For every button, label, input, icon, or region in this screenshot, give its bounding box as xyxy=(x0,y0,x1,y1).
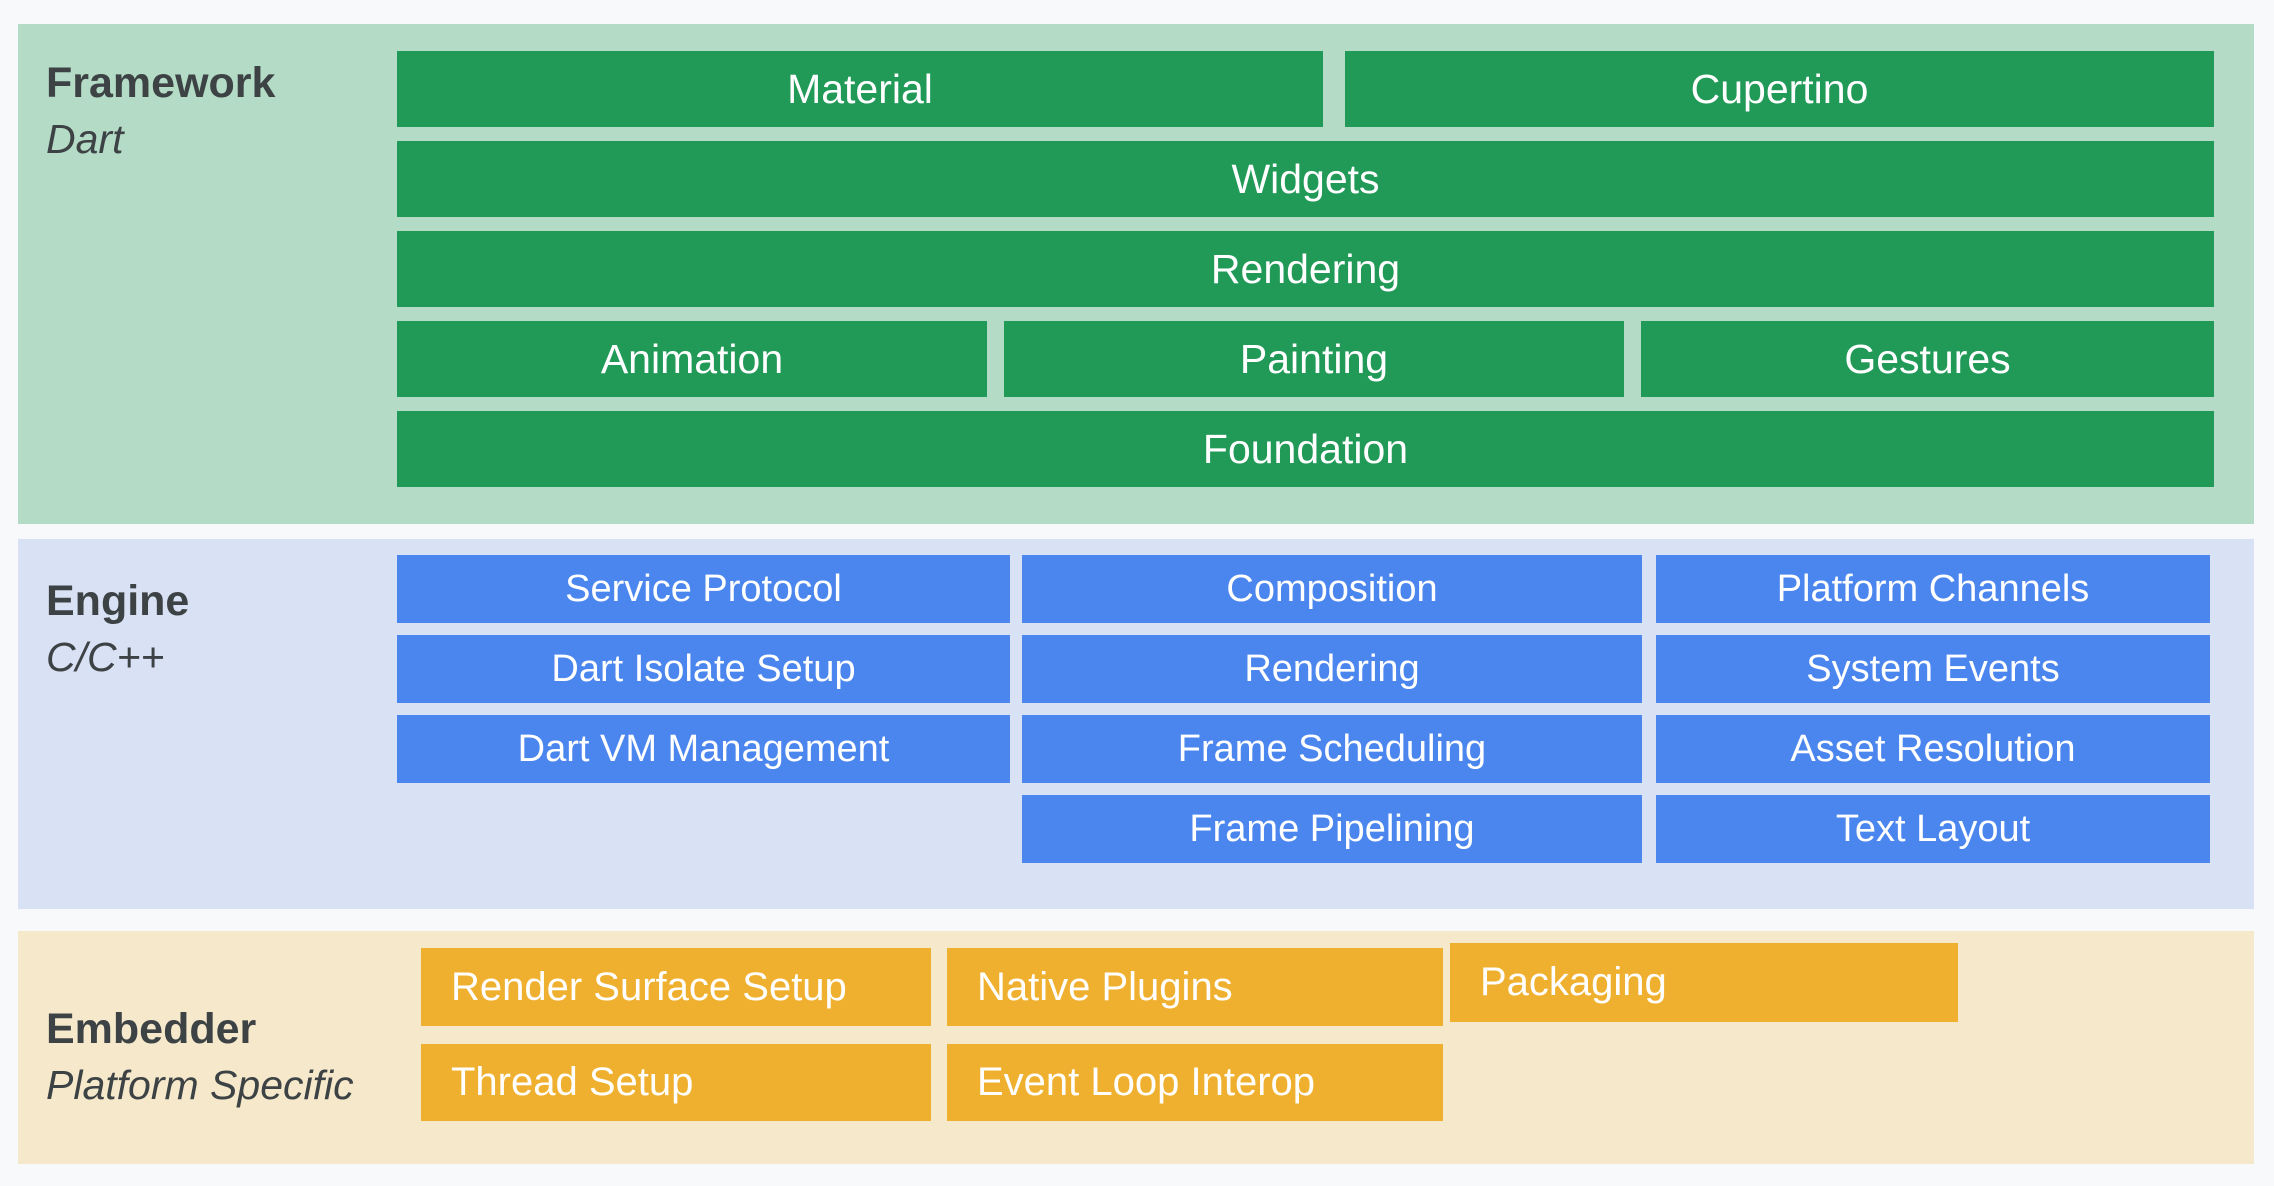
engine-box-dart-isolate-setup: Dart Isolate Setup xyxy=(397,635,1010,703)
engine-box-rendering: Rendering xyxy=(1022,635,1642,703)
engine-box-composition: Composition xyxy=(1022,555,1642,623)
framework-box-rendering: Rendering xyxy=(397,231,2214,307)
engine-box-platform-channels: Platform Channels xyxy=(1656,555,2210,623)
engine-label: Engine C/C++ xyxy=(46,573,189,685)
embedder-box-packaging: Packaging xyxy=(1450,943,1958,1022)
embedder-platform: Platform Specific xyxy=(46,1062,354,1108)
engine-layer: Engine C/C++ Service Protocol Dart Isola… xyxy=(18,539,2254,909)
engine-title: Engine xyxy=(46,577,190,625)
engine-language: C/C++ xyxy=(46,634,165,680)
embedder-title: Embedder xyxy=(46,1005,257,1053)
framework-box-foundation: Foundation xyxy=(397,411,2214,487)
engine-box-dart-vm-management: Dart VM Management xyxy=(397,715,1010,783)
engine-box-frame-pipelining: Frame Pipelining xyxy=(1022,795,1642,863)
framework-title: Framework xyxy=(46,59,276,107)
embedder-box-event-loop-interop: Event Loop Interop xyxy=(947,1044,1443,1121)
framework-box-material: Material xyxy=(397,51,1323,127)
framework-box-cupertino: Cupertino xyxy=(1345,51,2214,127)
framework-language: Dart xyxy=(46,116,124,162)
engine-box-system-events: System Events xyxy=(1656,635,2210,703)
engine-box-text-layout: Text Layout xyxy=(1656,795,2210,863)
framework-layer: Framework Dart Material Cupertino Widget… xyxy=(18,24,2254,524)
framework-box-widgets: Widgets xyxy=(397,141,2214,217)
engine-box-asset-resolution: Asset Resolution xyxy=(1656,715,2210,783)
framework-box-painting: Painting xyxy=(1004,321,1624,397)
engine-box-service-protocol: Service Protocol xyxy=(397,555,1010,623)
framework-box-gestures: Gestures xyxy=(1641,321,2214,397)
engine-box-frame-scheduling: Frame Scheduling xyxy=(1022,715,1642,783)
framework-label: Framework Dart xyxy=(46,55,275,167)
framework-box-animation: Animation xyxy=(397,321,987,397)
embedder-layer: Embedder Platform Specific Render Surfac… xyxy=(18,931,2254,1164)
embedder-box-thread-setup: Thread Setup xyxy=(421,1044,931,1121)
embedder-box-render-surface-setup: Render Surface Setup xyxy=(421,948,931,1026)
embedder-box-native-plugins: Native Plugins xyxy=(947,948,1443,1026)
embedder-label: Embedder Platform Specific xyxy=(46,1001,354,1113)
